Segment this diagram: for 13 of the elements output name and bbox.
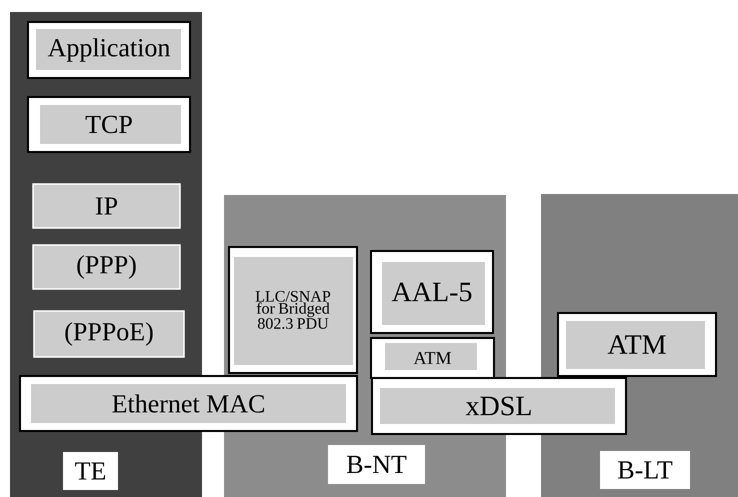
layer-box: ATM xyxy=(557,312,717,377)
layer-box: ATM xyxy=(370,336,495,379)
column-label: TE xyxy=(63,452,118,490)
layer-box: IP xyxy=(32,183,181,229)
layer-box: AAL-5 xyxy=(370,250,494,334)
layer-box: TCP xyxy=(27,96,191,153)
layer-box: Ethernet MAC xyxy=(19,374,358,432)
layer-box: (PPP) xyxy=(32,244,181,290)
column-label: B-NT xyxy=(328,444,425,484)
column-label: B-LT xyxy=(600,450,690,489)
layer-box: (PPPoE) xyxy=(33,310,185,358)
layer-box: LLC/SNAP for Bridged 802.3 PDU xyxy=(228,246,358,374)
layer-box: Application xyxy=(27,21,191,79)
